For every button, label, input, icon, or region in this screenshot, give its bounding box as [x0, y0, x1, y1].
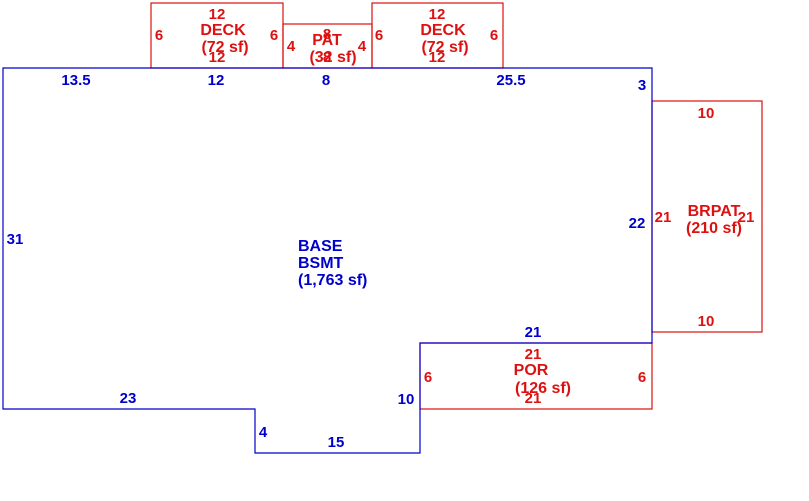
base-left-dim: 31 — [7, 231, 24, 248]
patio-top-dim: 8 — [323, 26, 331, 43]
base-bottom-right-dim: 10 — [398, 391, 415, 408]
porch-area: (126 sf) — [515, 380, 571, 397]
deck-right-bottom-dim: 12 — [429, 49, 446, 66]
deck-left-area: (72 sf) — [201, 39, 248, 56]
patio-area: (32 sf) — [309, 49, 356, 66]
patio-bottom-dim: 8 — [323, 49, 331, 66]
deck-right-name: DECK — [420, 22, 466, 39]
porch-top-dim: 21 — [525, 346, 542, 363]
porch-name: POR — [514, 362, 549, 379]
base-top-dim-b: 12 — [208, 72, 225, 89]
porch-bottom-dim: 21 — [525, 390, 542, 407]
base-bottom-mid-dim: 15 — [328, 434, 345, 451]
porch-right-dim: 6 — [638, 369, 646, 386]
deck-right-area: (72 sf) — [421, 39, 468, 56]
base-bottom-step-dim: 4 — [259, 424, 268, 441]
brick-patio-bottom-dim: 10 — [698, 313, 715, 330]
base-top-dim-d: 25.5 — [496, 72, 525, 89]
base-right-dim: 22 — [629, 215, 646, 232]
base-area: (1,763 sf) — [298, 272, 367, 289]
base-basement-outline — [2, 67, 653, 454]
deck-left-left-dim: 6 — [155, 27, 163, 44]
deck-right-top-dim: 12 — [429, 6, 446, 23]
brick-patio-right-dim: 21 — [738, 209, 755, 226]
base-name-line-2: BSMT — [298, 255, 344, 272]
patio-name: PAT — [312, 32, 342, 49]
brick-patio-top-dim: 10 — [698, 105, 715, 122]
deck-left-bottom-dim: 12 — [209, 49, 226, 66]
patio-right-dim: 4 — [358, 38, 367, 55]
deck-right-left-dim: 6 — [375, 27, 383, 44]
brick-patio-area: (210 sf) — [686, 220, 742, 237]
deck-right-right-dim: 6 — [490, 27, 498, 44]
deck-left-right-dim: 6 — [270, 27, 278, 44]
base-name-line-1: BASE — [298, 238, 343, 255]
base-bottom-left-dim: 23 — [120, 390, 137, 407]
deck-left-name: DECK — [200, 22, 246, 39]
base-right-step-dim: 3 — [638, 77, 646, 94]
brick-patio-left-dim: 21 — [655, 209, 672, 226]
brick-patio-name: BRPAT — [688, 203, 741, 220]
deck-left-top-dim: 12 — [209, 6, 226, 23]
base-step-in-dim: 21 — [525, 324, 542, 341]
base-top-dim-c: 8 — [322, 72, 330, 89]
patio-left-dim: 4 — [287, 38, 296, 55]
base-top-dim-a: 13.5 — [61, 72, 90, 89]
porch-left-dim: 6 — [424, 369, 432, 386]
